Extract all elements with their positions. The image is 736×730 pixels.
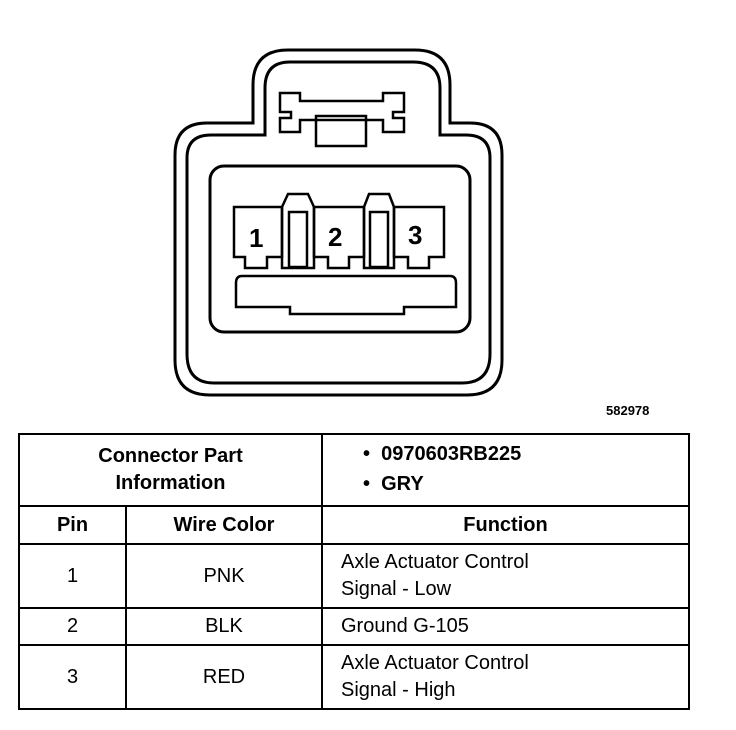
table-row: 3 RED Axle Actuator Control Signal - Hig… <box>18 644 690 710</box>
terminal-cavity-frame <box>208 164 472 334</box>
connector-color-item: • GRY <box>363 473 424 495</box>
table-row: 2 BLK Ground G-105 <box>18 607 690 646</box>
pin-1-label: 1 <box>249 223 263 253</box>
table-row: 1 PNK Axle Actuator Control Signal - Low <box>18 543 690 609</box>
locking-latch <box>278 91 406 134</box>
header-function: Function <box>321 505 690 545</box>
part-info-label: Connector Part Information <box>18 433 323 507</box>
pin-3-cavity <box>392 205 446 270</box>
figure-id: 582978 <box>606 403 650 418</box>
separator-post-left <box>280 192 316 270</box>
part-info-list: • 0970603RB225 • GRY <box>321 433 690 507</box>
connector-info-table: Connector Part Information • 0970603RB22… <box>18 433 690 710</box>
header-wire-color: Wire Color <box>125 505 323 545</box>
header-pin: Pin <box>18 505 127 545</box>
pin-3-label: 3 <box>408 220 422 250</box>
pin-2-label: 2 <box>328 222 342 252</box>
keying-rail <box>234 274 458 316</box>
connector-diagram: 1 2 3 <box>173 48 504 397</box>
latch-window <box>314 114 368 148</box>
part-number-item: • 0970603RB225 <box>363 443 522 465</box>
connector-outer-shell <box>173 48 504 397</box>
separator-post-right <box>362 192 396 270</box>
connector-inner-shell <box>185 60 492 385</box>
